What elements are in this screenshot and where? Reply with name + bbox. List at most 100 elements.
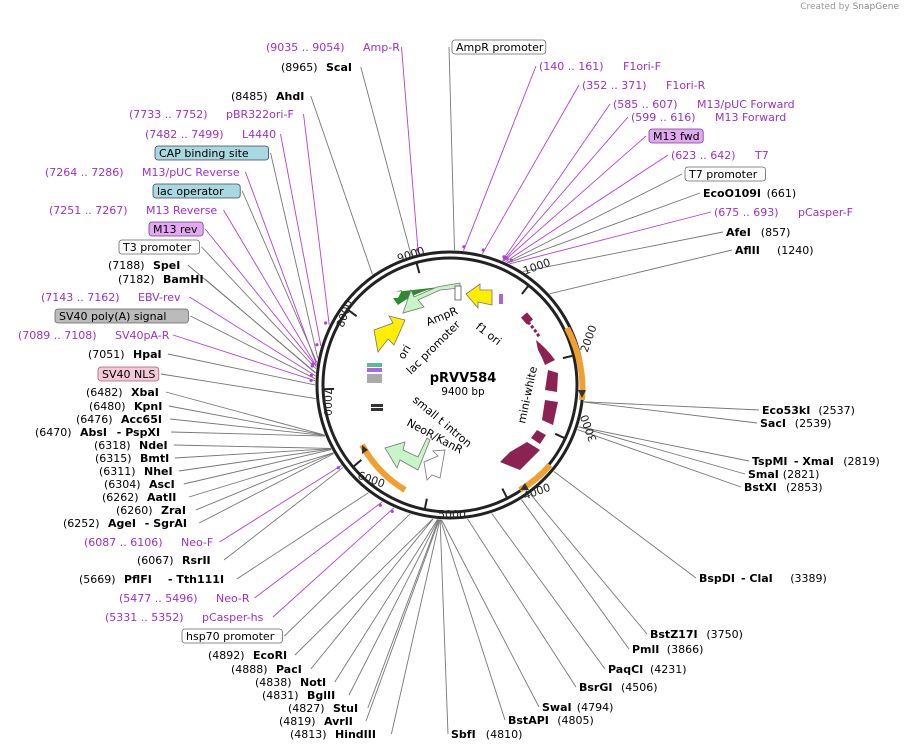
label-pcasper-f[interactable]: (675 .. 693)pCasper-F [714, 206, 853, 219]
label-xbai[interactable]: (6482)XbaI [86, 386, 159, 399]
label-pos-ahdi: (8485) [231, 90, 268, 103]
label-scai[interactable]: (8965)ScaI [281, 61, 352, 74]
leader-aatii [188, 452, 334, 498]
label-l4440[interactable]: (7482 .. 7499)L4440 [145, 128, 276, 141]
label-name-nhei: NheI [144, 465, 173, 478]
label-name-f1ori-f: F1ori-F [623, 60, 661, 73]
label-pmli[interactable]: (3866)PmlI [632, 643, 703, 656]
label-cap[interactable]: CAP binding site [154, 145, 269, 161]
label-m13puc-fwd[interactable]: (585 .. 607)M13/pUC Forward [613, 98, 795, 111]
label-pflfi[interactable]: (5669)PflFI- Tth111I [79, 573, 224, 586]
label-bstz17i[interactable]: (3750)BstZ17I [650, 628, 743, 641]
small-feature-2 [367, 368, 382, 372]
leader-avrii [365, 519, 440, 722]
label-pos-bstxi: (2853) [786, 481, 823, 494]
tick-3000 [554, 432, 566, 440]
label-pos-ecori: (4892) [208, 649, 245, 662]
label-ampr-prom[interactable]: AmpR promoter [451, 39, 547, 55]
label-paci[interactable]: (4888)PacI [231, 663, 302, 676]
label-eco0109i[interactable]: (661)EcoO109I [703, 187, 796, 200]
label-bamhi[interactable]: (7182)BamHI [118, 273, 204, 286]
label-t3[interactable]: T3 promoter [118, 239, 200, 255]
label-pcasper-hs[interactable]: (5331 .. 5352)pCasper-hs [105, 611, 264, 624]
label-bsrgi[interactable]: (4506)BsrGI [579, 681, 658, 694]
label-pbr322ori-f[interactable]: (7733 .. 7752)pBR322ori-F [129, 108, 294, 121]
label-t7[interactable]: (623 .. 642)T7 [671, 149, 769, 162]
label-m13rev[interactable]: M13 rev [148, 221, 204, 237]
label-name-t7: T7 [754, 149, 769, 162]
label-aatii[interactable]: (6262)AatII [102, 491, 176, 504]
leader-sv40polya [190, 315, 316, 380]
label-bspdi[interactable]: (3389)BspDI- ClaI [699, 572, 827, 585]
label-ahdi[interactable]: (8485)AhdI [231, 90, 304, 103]
label-paqci[interactable]: (4231)PaqCI [608, 663, 687, 676]
label-bmti[interactable]: (6315)BmtI [95, 452, 169, 465]
label-m13-reverse[interactable]: (7251 .. 7267)M13 Reverse [49, 204, 217, 217]
label-name-eco0109i: EcoO109I [703, 187, 761, 200]
leader-acc65i [170, 418, 325, 436]
label-sv40pa-r[interactable]: (7089 .. 7108)SV40pA-R [18, 329, 170, 342]
label-hsp70[interactable]: hsp70 promoter [181, 628, 283, 644]
label-smai[interactable]: (2821)SmaI [748, 468, 819, 481]
label-pos-xbai: (6482) [86, 386, 123, 399]
label-acc65i[interactable]: (6476)Acc65I [76, 413, 162, 426]
label-pos-eco53ki: (2537) [818, 404, 855, 417]
ampr-promoter-box [454, 285, 462, 301]
label-f1ori-r[interactable]: (352 .. 371)F1ori-R [582, 79, 706, 92]
label-bstxi[interactable]: (2853)BstXI [744, 481, 823, 494]
label-avrii[interactable]: (4819)AvrII [279, 715, 353, 728]
label-kpni[interactable]: (6480)KpnI [89, 400, 162, 413]
label-hpai[interactable]: (7051)HpaI [88, 348, 162, 361]
tick-label-5000: 5000 [438, 508, 466, 521]
label-agei[interactable]: (6252)AgeI- SgrAI [63, 517, 187, 530]
leader-neo-f [219, 464, 342, 543]
label-name-bstapi: BstAPI [508, 714, 549, 727]
label-sv40nls[interactable]: SV40 NLS [97, 366, 160, 382]
label-pos-hindiii: (4813) [290, 728, 327, 741]
label-spei[interactable]: (7188)SpeI [108, 259, 180, 272]
label-tspmi[interactable]: (2819)TspMI- XmaI [752, 455, 880, 468]
primer-mark-sv40pa-r [309, 378, 313, 383]
primer-mark-l4440 [315, 343, 319, 347]
label-eco53ki[interactable]: (2537)Eco53kI [762, 404, 855, 417]
label-f1ori-f[interactable]: (140 .. 161)F1ori-F [539, 60, 661, 73]
label-pos-afei: (857) [761, 226, 791, 239]
label-absi[interactable]: (6470)AbsI- PspXI [35, 426, 160, 439]
mini-white-feature [500, 312, 558, 470]
label-sbfi[interactable]: (4810)SbfI [451, 728, 522, 741]
label-name-pcasper-hs: pCasper-hs [202, 611, 264, 624]
label-neo-f[interactable]: (6087 .. 6106)Neo-F [84, 536, 213, 549]
label-asci[interactable]: (6304)AscI [104, 478, 175, 491]
label-leaders [160, 46, 760, 735]
tick-5000 [423, 498, 428, 510]
label-m13-forward[interactable]: (599 .. 616)M13 Forward [631, 111, 786, 124]
label-stui[interactable]: (4827)StuI [288, 702, 358, 715]
label-lac-op[interactable]: lac operator [152, 183, 241, 199]
label-bglii[interactable]: (4831)BglII [262, 689, 335, 702]
label-zrai[interactable]: (6260)ZraI [116, 504, 186, 517]
leader-hpai [167, 353, 316, 386]
orange-arc-3-head [362, 445, 368, 454]
label-aflii[interactable]: (1240)AflII [735, 244, 814, 257]
leader-xbai [165, 391, 325, 436]
label-ndei[interactable]: (6318)NdeI [94, 439, 168, 452]
label-swai[interactable]: (4794)SwaI [542, 701, 613, 714]
leader-ndei [173, 444, 331, 449]
label-pos-m13puc-fwd: (585 .. 607) [613, 98, 678, 111]
label-rsrii[interactable]: (6067)RsrII [137, 554, 211, 567]
label-bstapi[interactable]: (4805)BstAPI [508, 714, 594, 727]
label-neo-r[interactable]: (5477 .. 5496)Neo-R [119, 592, 250, 605]
label-saci[interactable]: (2539)SacI [760, 417, 831, 430]
label-sv40polya[interactable]: SV40 poly(A) signal [54, 308, 189, 324]
label-amp-r[interactable]: (9035 .. 9054)Amp-R [266, 41, 400, 54]
label-ecori[interactable]: (4892)EcoRI [208, 649, 287, 662]
label-ebv-rev[interactable]: (7143 .. 7162)EBV-rev [41, 291, 181, 304]
label-m13fwd[interactable]: M13 fwd [648, 128, 704, 144]
label-t7p[interactable]: T7 promoter [684, 166, 766, 182]
label-m13puc-rev[interactable]: (7264 .. 7286)M13/pUC Reverse [45, 166, 240, 179]
label-nhei[interactable]: (6311)NheI [99, 465, 173, 478]
label-afei[interactable]: (857)AfeI [726, 226, 790, 239]
label-pos-pflfi: (5669) [79, 573, 116, 586]
label-noti[interactable]: (4838)NotI [255, 676, 326, 689]
label-hindiii[interactable]: (4813)HindIII [290, 728, 376, 741]
